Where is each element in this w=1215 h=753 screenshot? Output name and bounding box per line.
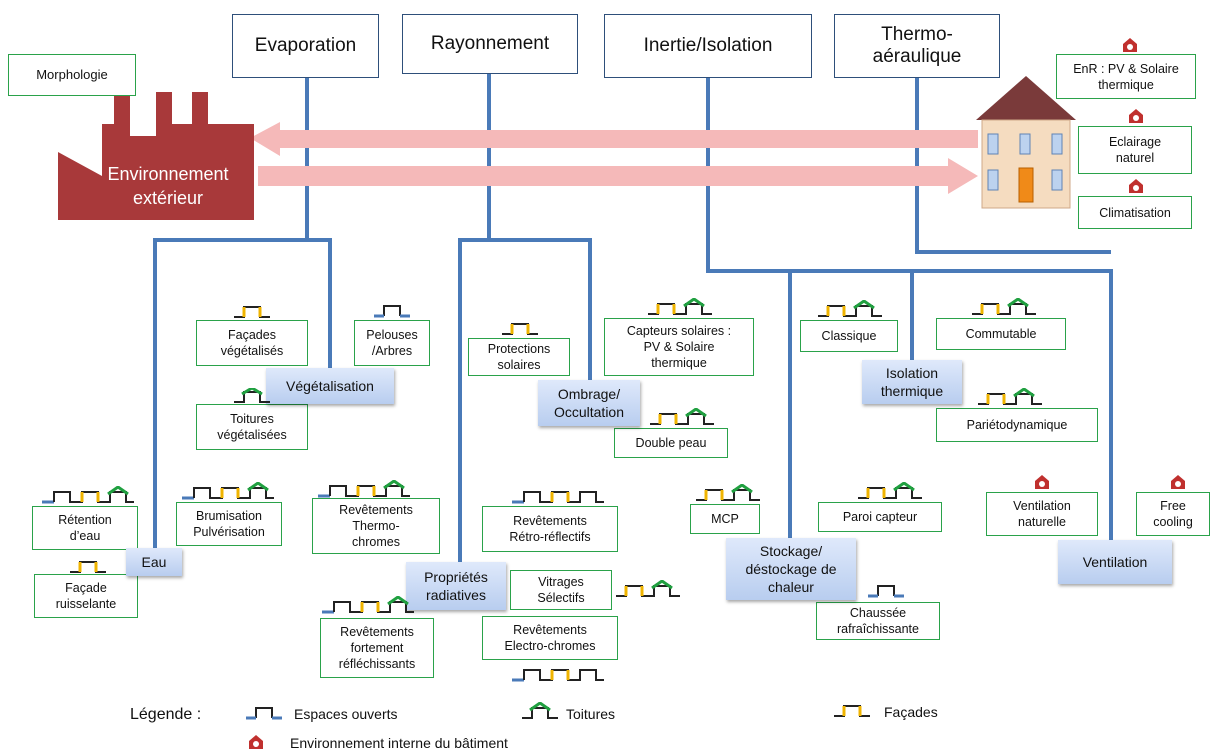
- arrow-to-building: [258, 158, 978, 194]
- mcp-box: MCP: [690, 504, 760, 534]
- commutable-box: Commutable: [936, 318, 1066, 350]
- electro-chromes-box: Revêtements Electro-chromes: [482, 616, 618, 660]
- facade-toiture-symbol: [648, 298, 712, 315]
- pelouses-arbres-box: Pelouses /Arbres: [354, 320, 430, 366]
- factory-shape: [58, 92, 254, 220]
- protections-solaires-box: Protections solaires: [468, 338, 570, 376]
- arrow-to-outside: [250, 122, 978, 156]
- category-evaporation: Evaporation: [232, 14, 379, 78]
- facades-vegetalises-box: Façades végétalisés: [196, 320, 308, 366]
- parietodynamique-box: Pariétodynamique: [936, 408, 1098, 442]
- hub-vegetalisation: Végétalisation: [266, 368, 394, 404]
- hub-isolation-thermique: Isolation thermique: [862, 360, 962, 404]
- house-icon: [976, 76, 1076, 209]
- espaces-symbol: [868, 585, 904, 598]
- morphologie-box: Morphologie: [8, 54, 136, 96]
- facade-toiture-symbol: [858, 482, 922, 499]
- multi-symbol: [318, 480, 410, 498]
- multi-symbol: [182, 482, 274, 500]
- free-cooling-box: Free cooling: [1136, 492, 1210, 536]
- facade-toiture-symbol: [972, 298, 1036, 315]
- legend-toitures-label: Toitures: [566, 706, 616, 722]
- eclairage-box: Eclairage naturel: [1078, 126, 1192, 174]
- facade-symbol: [502, 323, 538, 335]
- category-rayonnement: Rayonnement: [402, 14, 578, 74]
- vitrages-selectifs-box: Vitrages Sélectifs: [510, 570, 612, 610]
- retro-reflectifs-box: Revêtements Rétro-réflectifs: [482, 506, 618, 552]
- brumisation-box: Brumisation Pulvérisation: [176, 502, 282, 546]
- paroi-capteur-box: Paroi capteur: [818, 502, 942, 532]
- category-thermo-aeraulique: Thermo- aéraulique: [834, 14, 1000, 78]
- legend-facades-label: Façades: [884, 704, 938, 720]
- legend-espaces-symbol: [246, 707, 282, 720]
- multi-symbol: [512, 669, 604, 682]
- chaussee-rafraichissante-box: Chaussée rafraîchissante: [816, 602, 940, 640]
- exchange-arrows: [250, 122, 978, 194]
- internal-env-icon: [1129, 179, 1143, 193]
- facade-toiture-symbol: [818, 300, 882, 317]
- facade-toiture-symbol: [616, 580, 680, 597]
- legend-title: Légende :: [130, 706, 202, 723]
- capteurs-solaires-box: Capteurs solaires : PV & Solaire thermiq…: [604, 318, 754, 376]
- hub-eau: Eau: [126, 548, 182, 576]
- ventilation-naturelle-box: Ventilation naturelle: [986, 492, 1098, 536]
- multi-symbol: [322, 596, 414, 614]
- enr-box: EnR : PV & Solaire thermique: [1056, 54, 1196, 99]
- hub-stockage-destockage: Stockage/ déstockage de chaleur: [726, 538, 856, 600]
- legend-facade-symbol: [834, 705, 870, 717]
- facade-toiture-symbol: [978, 388, 1042, 405]
- climatisation-box: Climatisation: [1078, 196, 1192, 229]
- legend-toiture-symbol: [522, 702, 558, 719]
- legend-internal-env-icon: [249, 735, 263, 749]
- legend-espaces-label: Espaces ouverts: [294, 706, 398, 722]
- internal-env-icon: [1035, 475, 1049, 489]
- category-inertie-isolation: Inertie/Isolation: [604, 14, 812, 78]
- facade-toiture-symbol: [696, 484, 760, 501]
- hub-proprietes-radiatives: Propriétés radiatives: [406, 562, 506, 610]
- classique-box: Classique: [800, 320, 898, 352]
- espaces-symbol: [374, 305, 410, 318]
- hub-ombrage-occultation: Ombrage/ Occultation: [538, 380, 640, 426]
- multi-symbol: [42, 486, 134, 504]
- facade-symbol: [234, 306, 270, 318]
- legend-interne-label: Environnement interne du bâtiment: [290, 735, 508, 751]
- facade-toiture-symbol: [650, 408, 714, 425]
- internal-env-icon: [1129, 109, 1143, 123]
- internal-env-icon: [1123, 38, 1137, 52]
- hub-ventilation: Ventilation: [1058, 540, 1172, 584]
- environnement-exterieur-label: Environnement extérieur: [107, 164, 229, 208]
- facade-symbol: [70, 561, 106, 573]
- thermochromes-box: Revêtements Thermo- chromes: [312, 498, 440, 554]
- retention-eau-box: Rétention d’eau: [32, 506, 138, 550]
- toiture-symbol: [234, 388, 270, 403]
- multi-symbol: [512, 491, 604, 504]
- facade-ruisselante-box: Façade ruisselante: [34, 574, 138, 618]
- toitures-vegetalisees-box: Toitures végétalisées: [196, 404, 308, 450]
- double-peau-box: Double peau: [614, 428, 728, 458]
- fortement-reflechissants-box: Revêtements fortement réfléchissants: [320, 618, 434, 678]
- internal-env-icon: [1171, 475, 1185, 489]
